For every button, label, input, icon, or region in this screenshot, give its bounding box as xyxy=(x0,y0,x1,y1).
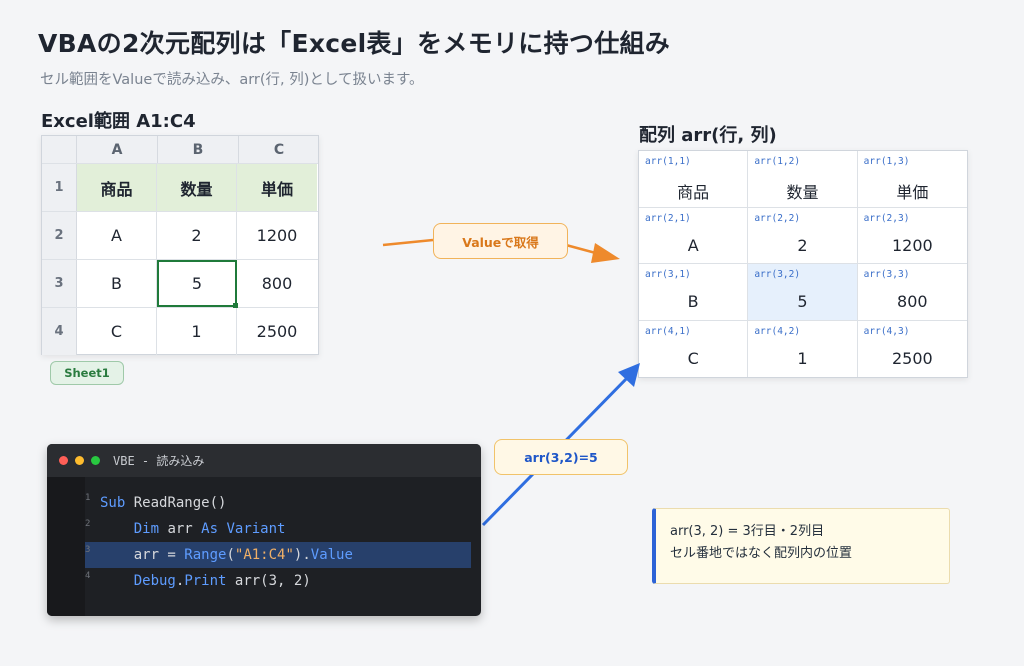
excel-row-header[interactable]: 3 xyxy=(42,260,77,307)
array-index: arr(1,2) xyxy=(754,156,801,167)
value-arrow-tail xyxy=(382,238,434,247)
note-line-1: arr(3, 2) = 3行目・2列目 xyxy=(670,524,825,539)
array-highlighted-cell: arr(3,2) 5 xyxy=(748,264,858,321)
access-label: arr(3,2)=5 xyxy=(494,439,628,475)
vbe-gutter xyxy=(47,477,85,616)
excel-row-header[interactable]: 1 xyxy=(42,164,77,211)
array-cell: arr(2,3) 1200 xyxy=(857,208,967,264)
excel-row-header[interactable]: 4 xyxy=(42,308,77,355)
array-cell: arr(4,2) 1 xyxy=(748,320,858,377)
excel-cell[interactable]: 数量 xyxy=(157,164,237,211)
excel-cell[interactable]: 2500 xyxy=(256,322,298,341)
sheet-tab[interactable]: Sheet1 xyxy=(50,361,124,385)
array-grid: arr(1,1) 商品 arr(1,2) 数量 arr(1,3) 単価 arr(2,1… xyxy=(638,150,968,378)
array-value: 数量 xyxy=(786,183,819,202)
array-value: 2 xyxy=(797,235,808,255)
array-cell: arr(4,1) C xyxy=(639,320,749,377)
excel-grid: A B C 1 商品 数量 単価 2 A 2 1200 3 B 5 800 4 … xyxy=(41,135,319,355)
array-value: 1200 xyxy=(891,235,933,255)
array-index: arr(4,2) xyxy=(754,325,801,337)
value-arrow-head-line xyxy=(565,243,604,257)
excel-row: 2 A 2 1200 xyxy=(42,211,318,259)
array-cell: arr(4,3) 2500 xyxy=(858,321,967,378)
line-number: 3 xyxy=(85,545,91,555)
excel-column-header-row: A B C xyxy=(42,136,318,163)
excel-row: 4 C 1 2500 xyxy=(42,307,318,355)
array-index: arr(4,1) xyxy=(645,325,691,337)
array-index: arr(2,3) xyxy=(863,212,910,224)
array-index: arr(3,2) xyxy=(754,269,801,280)
array-index: arr(1,3) xyxy=(863,156,910,167)
excel-column-header[interactable]: B xyxy=(158,136,239,163)
excel-cell[interactable]: 1200 xyxy=(256,226,298,245)
code-line[interactable]: 2 Dim arr As Variant xyxy=(47,516,481,542)
array-index: arr(4,3) xyxy=(863,325,910,337)
array-cell: arr(3,3) 800 xyxy=(857,264,967,321)
code-line[interactable]: 1 Sub ReadRange() xyxy=(47,490,481,516)
excel-cell[interactable]: 1 xyxy=(157,308,237,355)
code-text: arr = Range("A1:C4").Value xyxy=(100,547,353,563)
excel-column-header[interactable]: A xyxy=(77,136,158,163)
array-index: arr(2,2) xyxy=(754,212,801,224)
note-line-2: セル番地ではなく配列内の位置 xyxy=(670,546,853,561)
line-number: 4 xyxy=(85,571,91,581)
array-value: 商品 xyxy=(677,183,710,202)
page-subtitle: セル範囲をValueで読み込み、arr(行, 列)として扱います。 xyxy=(40,72,424,88)
array-index: arr(2,1) xyxy=(645,212,691,224)
excel-column-header[interactable]: C xyxy=(273,141,285,158)
array-value: C xyxy=(687,348,699,368)
access-arrow-head xyxy=(618,363,640,387)
array-value: 5 xyxy=(797,292,808,311)
array-cell: arr(2,1) A xyxy=(639,207,749,264)
excel-cell[interactable]: 2 xyxy=(157,212,237,259)
explanation-note: arr(3, 2) = 3行目・2列目 セル番地ではなく配列内の位置 xyxy=(652,508,950,584)
code-text: Sub ReadRange() xyxy=(100,495,227,511)
value-arrow-head xyxy=(591,243,620,263)
code-text: Debug.Print arr(3, 2) xyxy=(133,573,311,589)
excel-cell[interactable]: B xyxy=(77,260,157,307)
excel-row-header[interactable]: 2 xyxy=(42,212,77,259)
code-text: Dim arr As Variant xyxy=(133,521,286,537)
array-cell: arr(3,1) B xyxy=(639,264,749,321)
excel-range-label: Excel範囲 A1:C4 xyxy=(41,111,196,132)
vbe-title: VBE - 読み込み xyxy=(113,454,205,468)
array-cell: arr(2,2) 2 xyxy=(748,207,858,264)
array-cell: arr(1,2) 数量 xyxy=(748,151,858,208)
excel-cell[interactable]: 商品 xyxy=(77,164,157,211)
array-value: 1 xyxy=(797,348,808,368)
vbe-editor-window: VBE - 読み込み 1 Sub ReadRange() 2 Dim arr As … xyxy=(47,444,481,616)
page-title: VBAの2次元配列は「Excel表」をメモリに持つ仕組み xyxy=(38,29,671,58)
array-label: 配列 arr(行, 列) xyxy=(639,125,777,146)
code-line[interactable]: 4 Debug.Print arr(3, 2) xyxy=(47,568,481,594)
code-line[interactable]: 3 arr = Range("A1:C4").Value xyxy=(85,542,471,568)
array-value: B xyxy=(687,292,699,311)
excel-cell[interactable]: 800 xyxy=(261,274,293,293)
vbe-title-bar: VBE - 読み込み xyxy=(47,444,481,477)
excel-corner xyxy=(42,136,77,163)
excel-row: 3 B 5 800 xyxy=(42,259,318,308)
array-cell: arr(1,3) 単価 xyxy=(857,151,967,208)
value-label: Valueで取得 xyxy=(433,223,568,259)
array-value: 800 xyxy=(897,292,928,311)
array-index: arr(3,3) xyxy=(863,269,910,280)
excel-cell[interactable]: C xyxy=(77,308,157,355)
excel-cell[interactable]: A xyxy=(77,212,157,259)
close-dot-icon[interactable] xyxy=(59,456,68,465)
array-index: arr(3,1) xyxy=(645,269,691,280)
line-number: 1 xyxy=(85,493,91,503)
excel-cell[interactable]: 単価 xyxy=(237,164,317,211)
excel-row: 1 商品 数量 単価 xyxy=(42,163,318,211)
array-index: arr(1,1) xyxy=(645,156,691,167)
line-number: 2 xyxy=(85,519,91,529)
minimize-dot-icon[interactable] xyxy=(75,456,84,465)
array-cell: arr(1,1) 商品 xyxy=(639,151,749,208)
array-value: 単価 xyxy=(896,183,929,202)
excel-selected-cell[interactable]: 5 xyxy=(157,260,238,308)
array-value: A xyxy=(687,235,699,255)
array-value: 2500 xyxy=(891,348,933,368)
maximize-dot-icon[interactable] xyxy=(91,456,100,465)
